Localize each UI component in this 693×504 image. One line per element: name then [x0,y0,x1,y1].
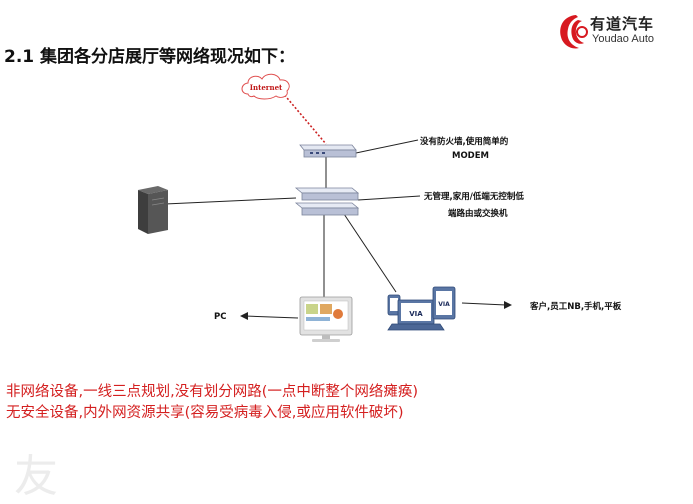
logo-text-cn: 有道汽车 [590,15,655,33]
modem-label-line2: MODEM [452,151,490,161]
switch-icon [294,187,360,216]
modem-icon [299,144,357,158]
watermark-glyph: 友 [14,451,58,502]
clients-label: 客户,员工NB,手机,平板 [530,302,622,312]
pc-label: PC [214,312,227,322]
switch-label-line2: 端路由或交换机 [448,209,508,219]
internet-cloud-icon: Internet [241,73,290,100]
logo-text-en: Youdao Auto [592,33,654,45]
modem-label-line [355,139,419,154]
page-title: 2.1 集团各分店展厅等网络现况如下： [4,47,296,67]
tablet-screen-text: VIA [438,301,450,308]
switch-clients-link [343,213,397,293]
switch-label-line [357,195,421,201]
switch-label-line1: 无管理,家用/低端无控制低 [424,192,524,202]
note-line-1: 非网络设备,一线三点规划,没有划分网路(一点中断整个网络瘫痪) [6,384,419,400]
note-line-2: 无安全设备,内外网资源共享(容易受病毒入侵,或应用软件破坏) [6,405,404,421]
clients-arrow-line [461,302,507,306]
company-logo: 有道汽车 Youdao Auto [556,12,692,52]
server-tower-icon [138,186,168,234]
internet-dotted-link [281,91,327,145]
pc-arrow-line [244,315,299,319]
logo-emblem-icon [560,15,588,49]
internet-cloud-label: Internet [250,83,283,92]
pc-monitor-icon [299,296,353,342]
laptop-screen-text: VIA [409,310,423,318]
clients-arrowhead [504,301,512,309]
client-devices-icon: VIA VIA [387,286,456,331]
server-switch-link [164,197,297,205]
modem-label-line1: 没有防火墙,使用简单的 [420,137,509,147]
pc-arrowhead [240,312,248,320]
